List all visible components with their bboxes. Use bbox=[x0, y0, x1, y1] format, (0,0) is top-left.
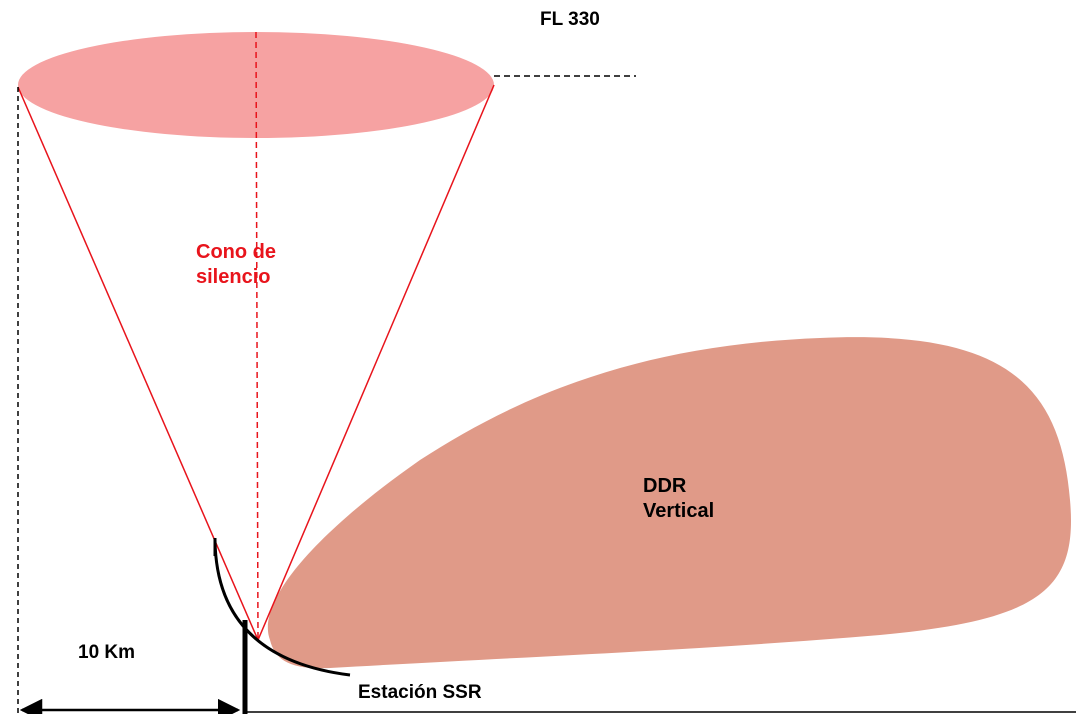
flight-level-label: FL 330 bbox=[540, 9, 600, 30]
station-label: Estación SSR bbox=[358, 682, 482, 703]
cone-right-edge bbox=[257, 84, 495, 641]
cone-label-line1: Cono de bbox=[196, 241, 276, 263]
ddr-label-line1: DDR bbox=[643, 475, 687, 497]
ddr-vertical-label: DDR Vertical bbox=[643, 474, 714, 524]
distance-label: 10 Km bbox=[78, 642, 136, 663]
ddr-label-line2: Vertical bbox=[643, 500, 715, 522]
ddr-vertical-lobe bbox=[267, 337, 1071, 669]
cone-label-line2: silencio bbox=[196, 266, 271, 288]
cone-of-silence-label: Cono de silencio bbox=[196, 240, 276, 290]
cone-axis bbox=[255, 31, 259, 641]
cone-left-edge bbox=[17, 86, 259, 641]
antenna-reflector bbox=[213, 539, 351, 677]
